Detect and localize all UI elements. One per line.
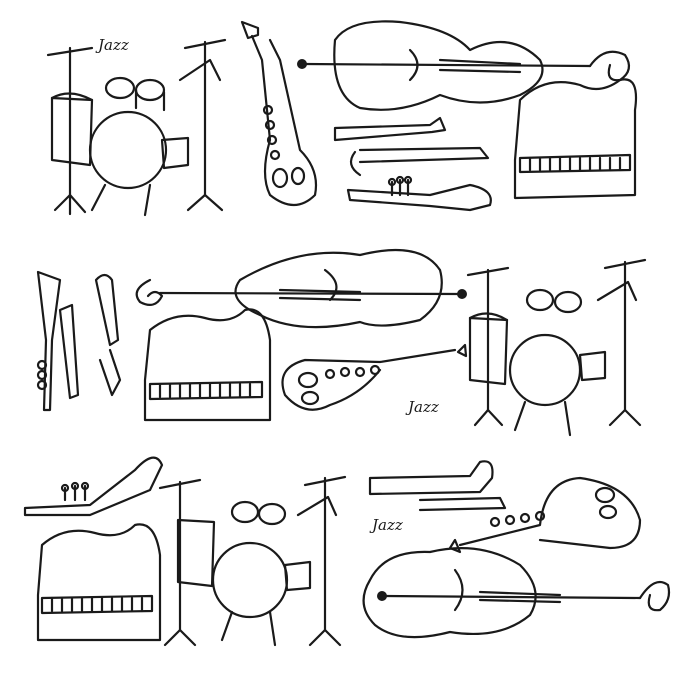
jazz-label-row1: Jazz bbox=[95, 36, 129, 54]
drum-kit-row3 bbox=[158, 475, 347, 647]
piano-row1 bbox=[513, 78, 638, 200]
saxophone-horizontal-row3: Jazz bbox=[369, 476, 642, 554]
trumpet-row3 bbox=[23, 456, 164, 517]
saxophone-row1 bbox=[240, 20, 318, 207]
saxophone-horizontal-row2: Jazz bbox=[281, 343, 468, 416]
trumpet-row1 bbox=[346, 175, 492, 212]
double-bass-row3 bbox=[362, 547, 671, 639]
drum-kit-row1: Jazz bbox=[46, 36, 227, 217]
trumpet-vertical-row2 bbox=[36, 270, 122, 412]
piano-row2 bbox=[143, 308, 272, 422]
double-bass-row1 bbox=[297, 20, 631, 111]
jazz-label-row2: Jazz bbox=[405, 398, 439, 416]
trombone-row3 bbox=[368, 460, 507, 512]
piano-row3 bbox=[36, 523, 162, 642]
jazz-label-row3: Jazz bbox=[369, 516, 403, 534]
trombone-row1 bbox=[333, 116, 490, 177]
drum-kit-row2 bbox=[466, 258, 647, 437]
